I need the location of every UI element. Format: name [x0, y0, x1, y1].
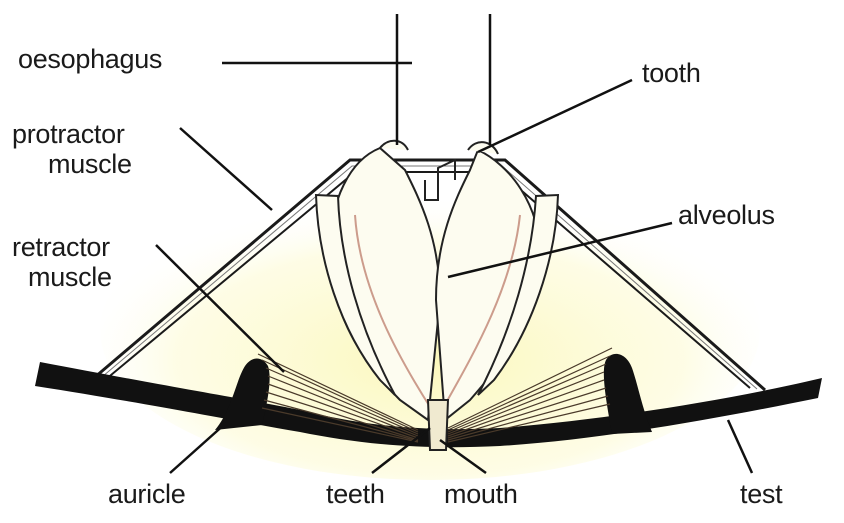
- label-test: test: [740, 479, 782, 509]
- label-teeth: teeth: [326, 479, 385, 509]
- label-mouth-text: mouth: [444, 479, 518, 509]
- label-oesophagus-text: oesophagus: [18, 44, 162, 74]
- label-teeth-text: teeth: [326, 479, 385, 509]
- label-protractor-muscle: protractor muscle: [12, 119, 132, 179]
- leader-test: [728, 420, 752, 473]
- label-auricle-text: auricle: [108, 479, 185, 509]
- label-mouth: mouth: [444, 479, 518, 509]
- label-protractor-line1: protractor: [12, 119, 132, 149]
- label-retractor-line2: muscle: [12, 262, 112, 292]
- label-tooth-text: tooth: [642, 58, 701, 88]
- label-tooth: tooth: [642, 58, 701, 88]
- tooth-tip-left: [380, 141, 408, 150]
- label-retractor-muscle: retractor muscle: [12, 232, 112, 292]
- label-auricle: auricle: [108, 479, 185, 509]
- label-retractor-line1: retractor: [12, 232, 112, 262]
- label-oesophagus: oesophagus: [18, 44, 162, 74]
- leader-protractor: [180, 128, 272, 210]
- label-test-text: test: [740, 479, 782, 509]
- label-alveolus: alveolus: [678, 200, 775, 230]
- label-alveolus-text: alveolus: [678, 200, 775, 230]
- leader-tooth: [478, 80, 632, 152]
- label-protractor-line2: muscle: [12, 149, 132, 179]
